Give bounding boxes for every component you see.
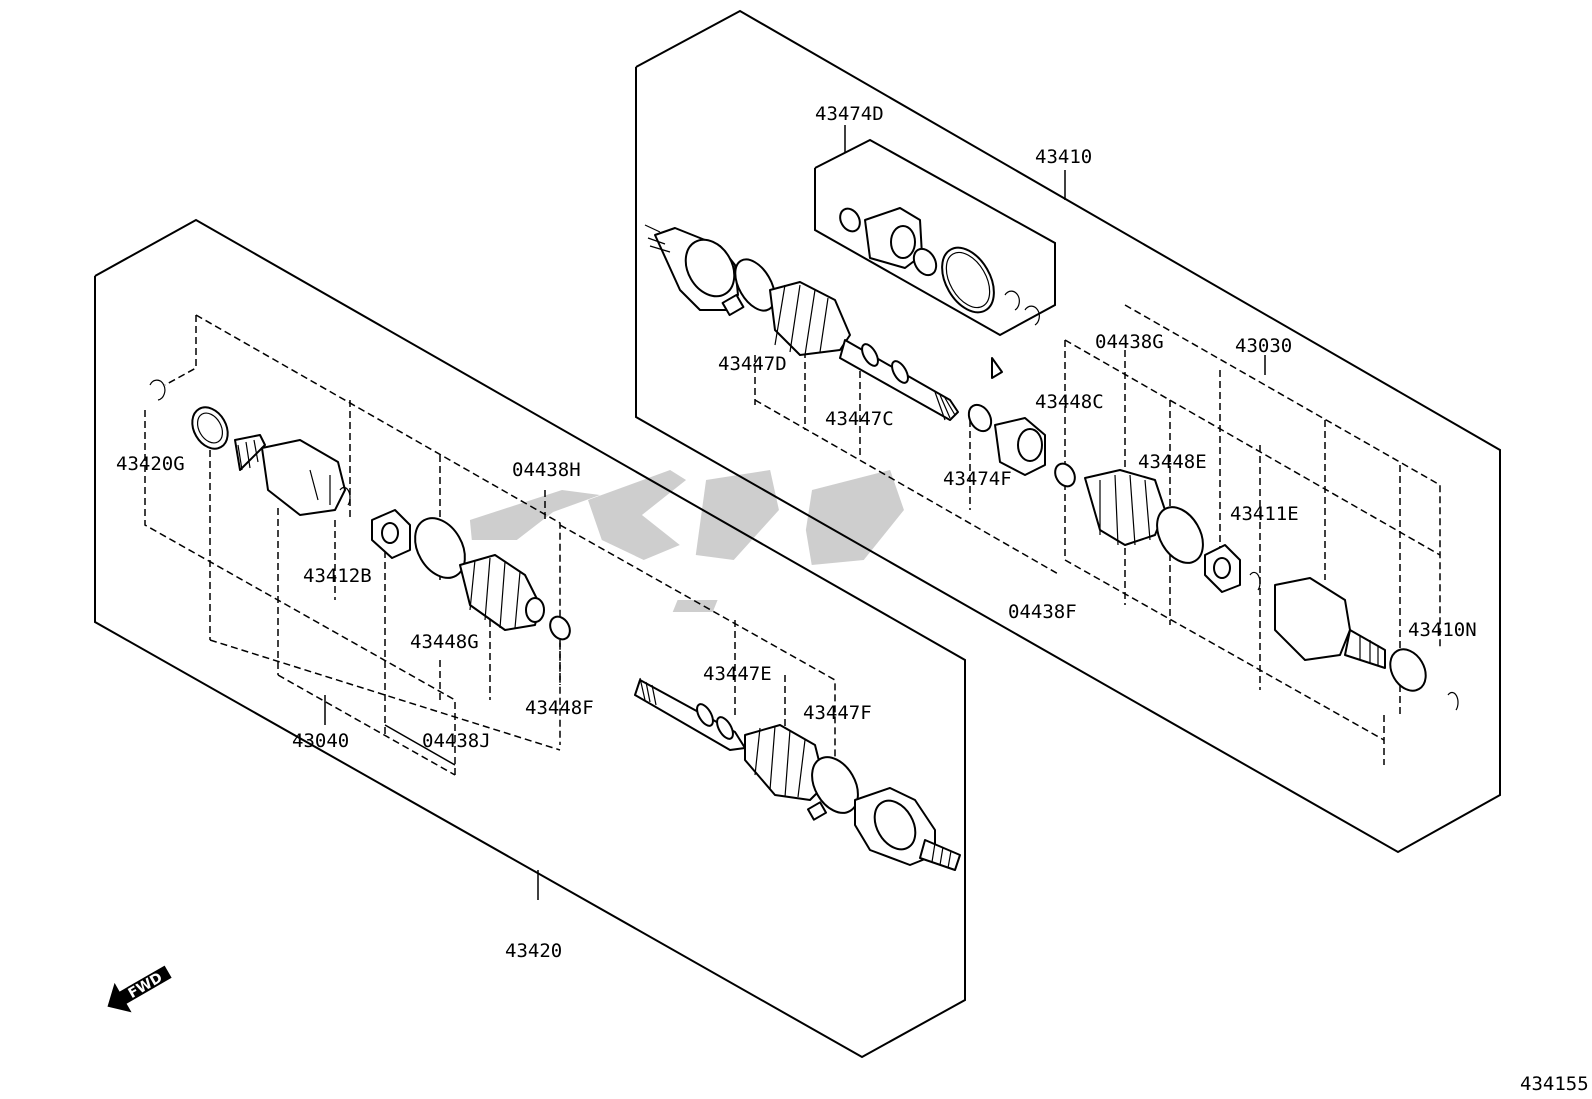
left-shaft-leaders <box>537 524 836 900</box>
left-shaft <box>634 677 746 751</box>
label-43474D: 43474D <box>815 103 884 125</box>
right-tripod <box>1204 544 1261 593</box>
diagram-id: 434155 <box>1520 1073 1589 1095</box>
label-43040: 43040 <box>292 730 349 752</box>
label-43410N: 43410N <box>1408 619 1477 641</box>
label-43412B: 43412B <box>303 565 372 587</box>
label-43448F: 43448F <box>525 697 594 719</box>
right-outer-cv-joint <box>644 224 776 317</box>
left-inner-boot <box>459 554 545 631</box>
label-43411E: 43411E <box>1230 503 1299 525</box>
label-43448C: 43448C <box>1035 391 1104 413</box>
right-assembly-frame <box>635 9 1501 854</box>
label-04438J: 04438J <box>422 730 491 752</box>
part-number-labels: 43474D 43410 43447D 43447C 04438G 43030 … <box>116 103 1589 1095</box>
label-04438F: 04438F <box>1008 601 1077 623</box>
left-small-clamp-43448F <box>549 615 571 641</box>
label-43447F: 43447F <box>803 702 872 724</box>
watermark-logo <box>469 470 904 612</box>
left-boot-band <box>414 517 466 579</box>
label-43410: 43410 <box>1035 146 1092 168</box>
right-inner-joint-housing <box>1274 577 1459 711</box>
right-outer-boot <box>769 281 851 356</box>
label-43420G: 43420G <box>116 453 185 475</box>
label-43447C: 43447C <box>825 408 894 430</box>
bearing-parts <box>839 207 1040 379</box>
label-43030: 43030 <box>1235 335 1292 357</box>
left-outer-cv-joint <box>854 787 961 871</box>
label-43474F: 43474F <box>943 468 1012 490</box>
bearing-subgroup-box <box>814 125 1056 337</box>
label-43447D: 43447D <box>718 353 787 375</box>
left-seal-43420G <box>191 406 229 450</box>
fwd-arrow-icon: FWD <box>107 965 172 1013</box>
label-04438H: 04438H <box>512 459 581 481</box>
fwd-label: FWD <box>126 970 166 1002</box>
left-inner-joint-housing <box>234 434 351 516</box>
label-43420: 43420 <box>505 940 562 962</box>
left-outer-boot <box>744 724 859 821</box>
right-shaft <box>839 339 959 421</box>
left-assembly-frame <box>94 218 966 1059</box>
label-43448E: 43448E <box>1138 451 1207 473</box>
right-inner-boot <box>1054 462 1204 564</box>
label-43447E: 43447E <box>703 663 772 685</box>
label-43448G: 43448G <box>410 631 479 653</box>
left-inner-joint-box <box>144 314 561 775</box>
left-tripod-43412B <box>371 509 411 559</box>
center-bearing-43474F <box>967 403 1046 476</box>
label-04438G-upper: 04438G <box>1095 331 1164 353</box>
left-circlip-outer <box>149 379 166 401</box>
